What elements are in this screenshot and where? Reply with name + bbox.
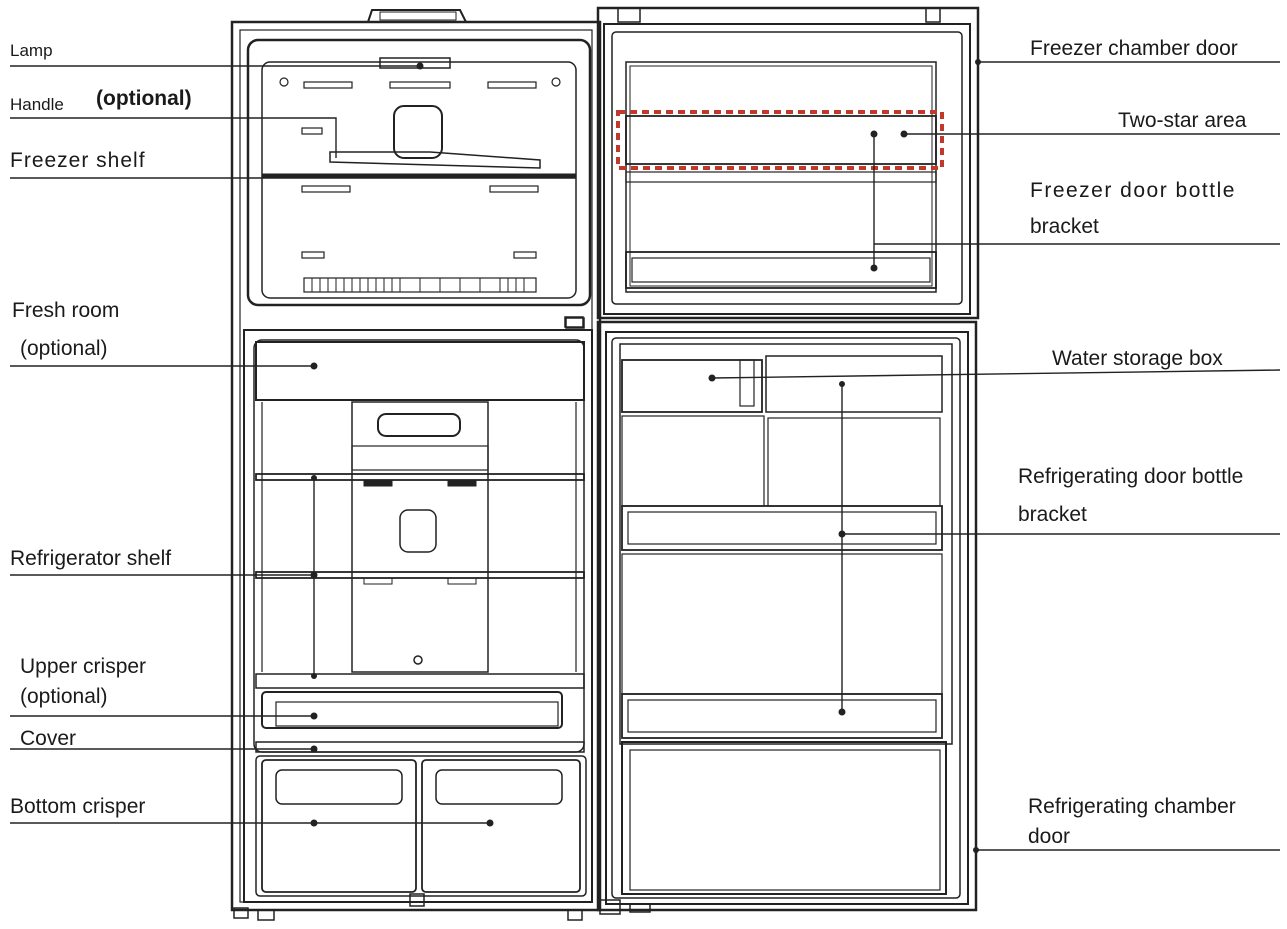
label-freezer-shelf: Freezer shelf	[10, 150, 146, 171]
label-refrig-door-bottle: Refrigerating door bottle	[1018, 466, 1243, 487]
label-cover: Cover	[20, 728, 76, 749]
label-freezer-door-bottle-2: bracket	[1030, 216, 1099, 237]
label-fresh-room: Fresh room	[12, 300, 119, 321]
label-refrig-door-bottle-2: bracket	[1018, 504, 1087, 525]
dot-cover	[311, 746, 318, 753]
refrigerator-door	[566, 318, 976, 910]
label-freezer-chamber-door: Freezer chamber door	[1030, 38, 1238, 59]
label-two-star-area: Two-star area	[1118, 110, 1246, 131]
dot-shelf-mid	[311, 572, 318, 579]
label-lamp: Lamp	[10, 42, 53, 59]
dot-refrig-bottle-top	[839, 381, 845, 387]
dot-two-star-right	[901, 131, 908, 138]
dot-bottom-crisper-right	[487, 820, 494, 827]
dot-freezer-door	[975, 59, 981, 65]
label-bottom-crisper: Bottom crisper	[10, 796, 145, 817]
freezer-compartment	[248, 40, 590, 305]
label-refrig-chamber-door: Refrigerating chamber	[1028, 796, 1236, 817]
dot-fresh-room	[311, 363, 318, 370]
dot-lamp	[417, 63, 424, 70]
dot-refrig-bottle-bottom	[839, 709, 846, 716]
dot-refrig-bottle-mid	[839, 531, 846, 538]
freezer-door	[598, 8, 978, 318]
dot-freezer-bottle	[871, 265, 878, 272]
dot-two-star-left	[871, 131, 878, 138]
two-star-highlight	[618, 112, 942, 168]
label-refrig-chamber-door-2: door	[1028, 826, 1070, 847]
label-refrigerator-shelf: Refrigerator shelf	[10, 548, 171, 569]
dot-refrig-door	[973, 847, 979, 853]
dot-shelf-bottom	[311, 673, 317, 679]
dot-shelf-top	[311, 475, 317, 481]
dot-bottom-crisper-left	[311, 820, 318, 827]
dot-upper-crisper	[311, 713, 318, 720]
leader-water-storage-box	[712, 370, 1280, 378]
dot-water-box	[709, 375, 716, 382]
label-handle-optional: (optional)	[96, 88, 192, 109]
label-water-storage-box: Water storage box	[1052, 348, 1223, 369]
label-handle: Handle	[10, 96, 64, 113]
label-upper-crisper-optional: (optional)	[20, 686, 108, 707]
label-freezer-door-bottle: Freezer door bottle	[1030, 180, 1236, 201]
fridge-compartment	[244, 330, 592, 902]
label-fresh-room-optional: (optional)	[20, 338, 108, 359]
label-upper-crisper: Upper crisper	[20, 656, 146, 677]
